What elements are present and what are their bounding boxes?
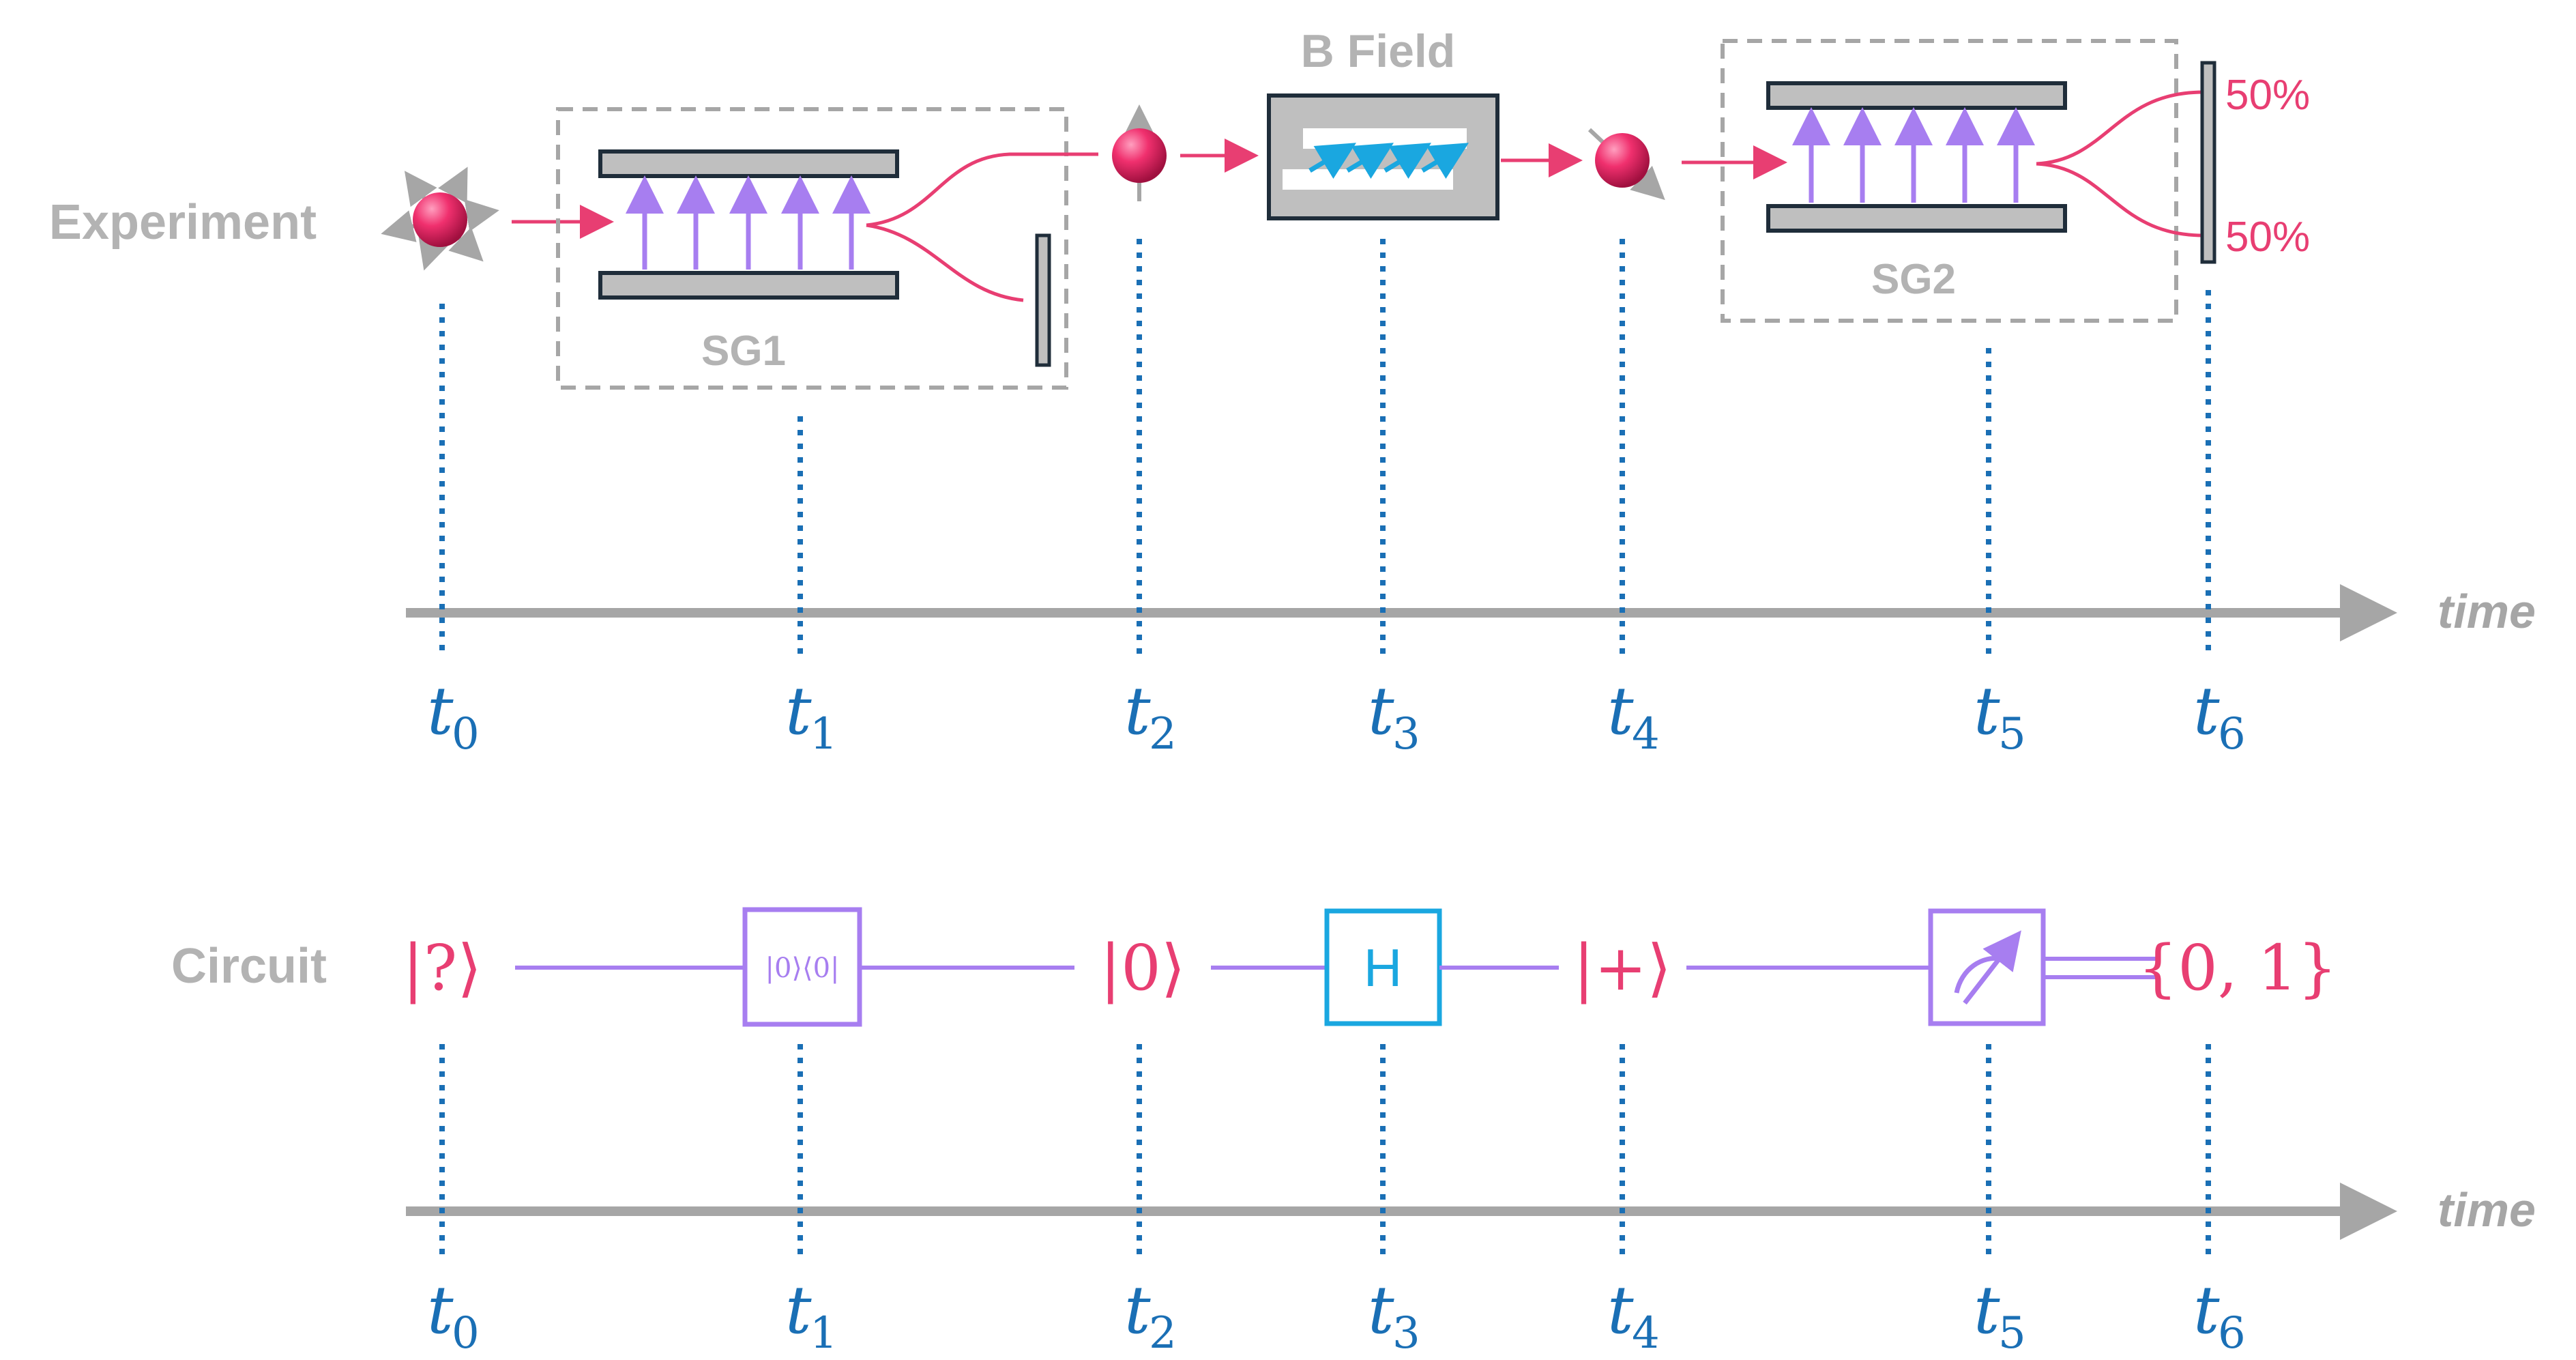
circuit-time-guides bbox=[439, 1044, 2211, 1256]
time-tick-label: t bbox=[2193, 673, 2220, 749]
input-state: |?⟩ bbox=[402, 931, 482, 1004]
time-tick-label: t bbox=[427, 1272, 454, 1348]
circuit-row-label: Circuit bbox=[171, 939, 327, 994]
sg2-device: SG2 bbox=[1721, 39, 2204, 323]
time-tick-label: t bbox=[1124, 1272, 1151, 1348]
time-tick-subscript: 6 bbox=[2218, 1308, 2246, 1359]
time-tick-label: t bbox=[1607, 1272, 1634, 1348]
particle-icon bbox=[1587, 128, 1665, 201]
sg1-device: SG1 bbox=[556, 107, 1098, 390]
time-tick-subscript: 4 bbox=[1632, 1308, 1660, 1359]
time-tick-subscript: 0 bbox=[452, 1308, 480, 1359]
sg1-label: SG1 bbox=[701, 328, 786, 375]
experiment-row-label: Experiment bbox=[49, 195, 317, 250]
time-tick-subscript: 6 bbox=[2218, 709, 2246, 759]
particle-icon bbox=[1112, 104, 1167, 201]
outcome-bottom-label: 50% bbox=[2225, 214, 2310, 261]
time-tick-subscript: 5 bbox=[1998, 709, 2026, 759]
experiment-time-guides bbox=[439, 239, 2211, 659]
projector-gate: |0⟩⟨0| bbox=[742, 907, 862, 1027]
time-tick-subscript: 1 bbox=[810, 1308, 838, 1359]
time-tick-subscript: 5 bbox=[1998, 1308, 2026, 1359]
hadamard-gate: H bbox=[1324, 908, 1442, 1026]
time-tick-label: t bbox=[1124, 673, 1151, 749]
time-tick-label: t bbox=[1368, 673, 1394, 749]
time-tick-subscript: 4 bbox=[1632, 709, 1660, 759]
detector-screen bbox=[2200, 61, 2216, 264]
measurement-output: {0, 1} bbox=[2138, 931, 2338, 1004]
particle-icon bbox=[381, 167, 499, 271]
meter-icon bbox=[1928, 908, 2046, 1026]
time-tick-label: t bbox=[1607, 673, 1634, 749]
time-tick-label: t bbox=[785, 673, 812, 749]
bfield-device: B Field bbox=[1267, 25, 1499, 220]
time-tick-label: t bbox=[2193, 1272, 2220, 1348]
time-tick-subscript: 3 bbox=[1392, 1308, 1420, 1359]
experiment-axis-label: time bbox=[2438, 585, 2536, 638]
bfield-label: B Field bbox=[1301, 25, 1456, 77]
hadamard-gate-label: H bbox=[1364, 938, 1402, 998]
time-tick-label: t bbox=[785, 1272, 812, 1348]
time-tick-label: t bbox=[1368, 1272, 1394, 1348]
state-after-projector: |0⟩ bbox=[1100, 931, 1185, 1004]
time-tick-label: t bbox=[1974, 673, 2000, 749]
time-tick-subscript: 2 bbox=[1149, 1308, 1177, 1359]
time-tick-subscript: 3 bbox=[1392, 709, 1420, 759]
sg2-label: SG2 bbox=[1871, 256, 1956, 303]
time-tick-label: t bbox=[1974, 1272, 2000, 1348]
time-tick-subscript: 2 bbox=[1149, 709, 1177, 759]
circuit-axis-label: time bbox=[2438, 1183, 2536, 1236]
experiment-row: Experiment bbox=[49, 25, 2536, 641]
projector-gate-label: |0⟩⟨0| bbox=[765, 953, 839, 984]
classical-wire bbox=[2043, 957, 2157, 979]
time-tick-subscript: 0 bbox=[452, 709, 480, 759]
time-tick-label: t bbox=[427, 673, 454, 749]
state-after-gate: |+⟩ bbox=[1573, 931, 1671, 1004]
time-tick-subscript: 1 bbox=[810, 709, 838, 759]
circuit-row: Circuit |?⟩ |0⟩⟨0| |0⟩ H |+⟩ {0, 1} t bbox=[171, 907, 2536, 1240]
outcome-top-label: 50% bbox=[2225, 72, 2310, 119]
